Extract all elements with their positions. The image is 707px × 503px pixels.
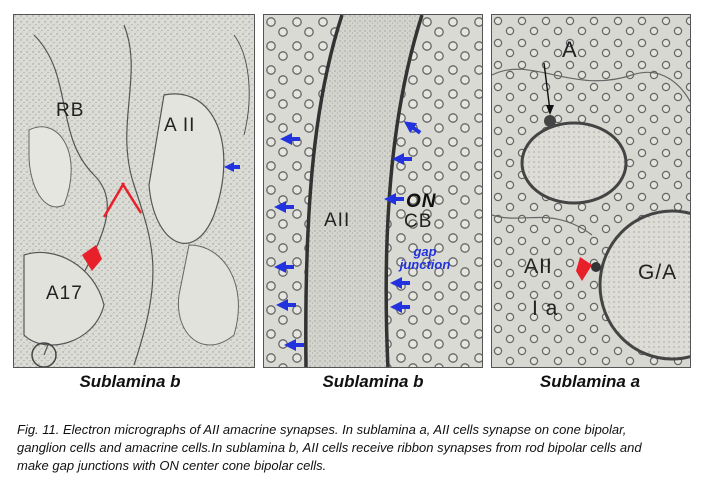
red-ribbon-line-right — [120, 182, 143, 214]
label-aii: AII — [524, 255, 553, 278]
black-arrow-icon — [546, 105, 554, 115]
micrograph-panel-3: A AII G/A I a — [491, 14, 691, 368]
blue-arrow-icon — [224, 162, 240, 172]
panel-3-subtitle: Sublamina a — [539, 372, 641, 391]
red-ribbon-line-left — [102, 182, 126, 218]
blue-arrows-right — [384, 121, 422, 313]
figure-caption: Fig. 11. Electron micrographs of AII ama… — [17, 422, 642, 473]
red-arrow-icon — [82, 245, 102, 271]
label-aii: AII — [324, 210, 351, 231]
micrograph-panel-2: AII ON CB gap junction — [263, 14, 483, 368]
label-aii: A II — [164, 115, 196, 136]
label-a17: A17 — [46, 283, 83, 304]
blue-arrows-left — [274, 133, 304, 351]
label-ia: I a — [532, 297, 559, 320]
micrograph-image-3 — [492, 15, 690, 367]
panel-2-subtitle: Sublamina b — [322, 372, 424, 391]
panel-1-subtitle: Sublamina b — [79, 372, 181, 391]
red-arrow-icon — [576, 257, 592, 281]
micrograph-panel-1: RB A II A17 — [13, 14, 255, 368]
label-rb: RB — [56, 100, 85, 121]
micrograph-image-1 — [14, 15, 254, 367]
micrograph-image-2 — [264, 15, 482, 367]
label-cb: CB — [404, 211, 433, 232]
label-a: A — [562, 37, 578, 62]
label-on: ON — [406, 191, 437, 212]
label-ga: G/A — [638, 261, 678, 284]
label-gap-junction: gap junction — [399, 244, 451, 272]
